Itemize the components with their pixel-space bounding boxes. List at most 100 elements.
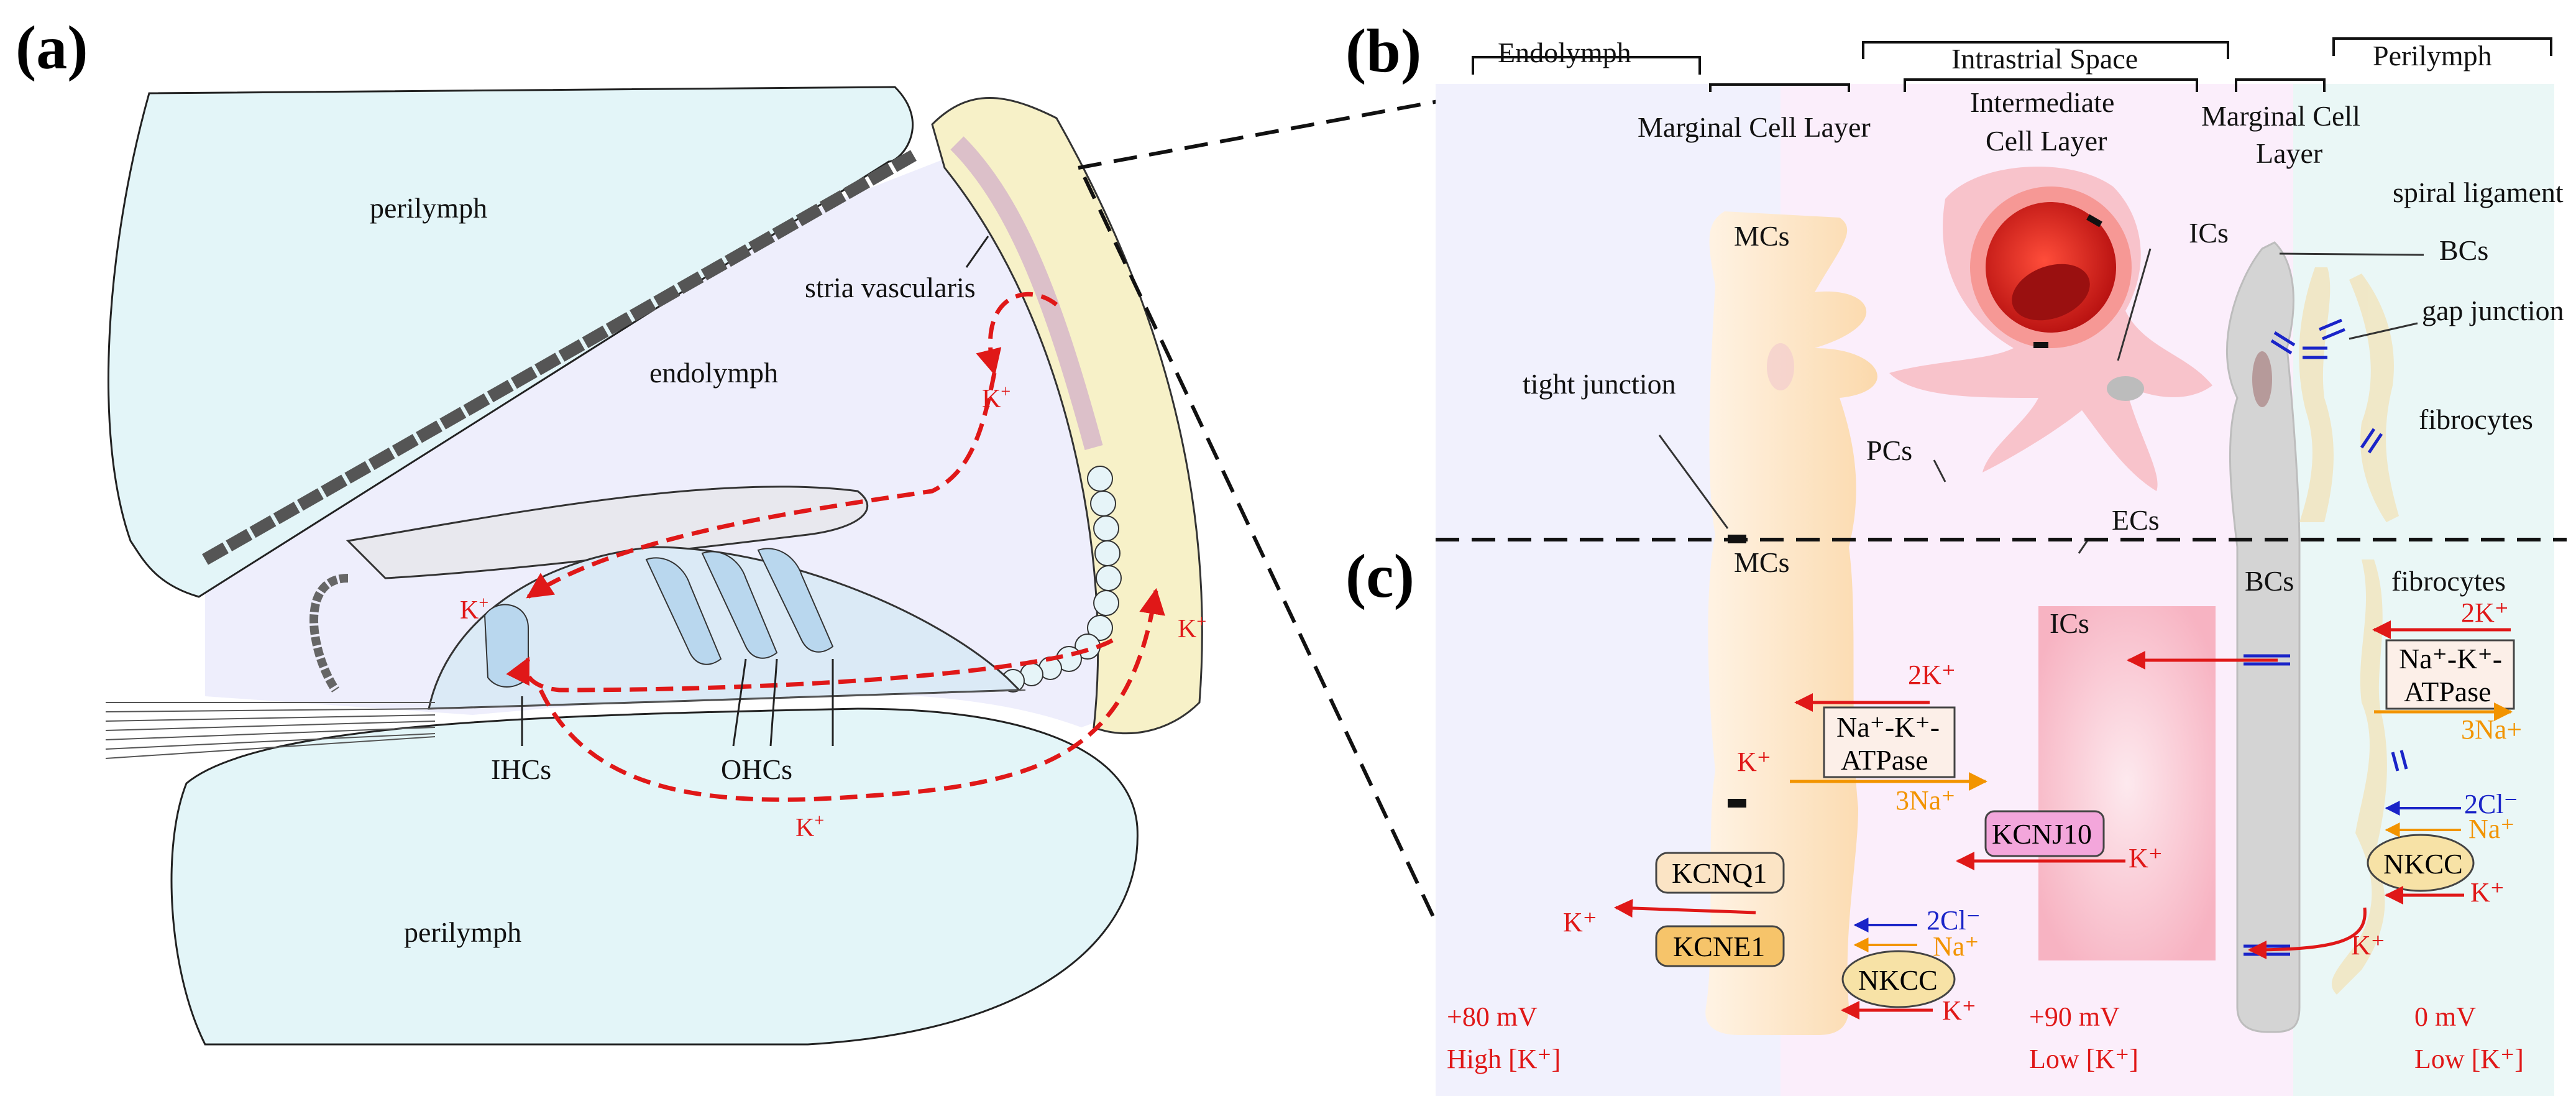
ohcs-pointer-1 (732, 658, 747, 747)
red-blood-cell (2012, 264, 2090, 321)
svg-text:K+: K+ (1178, 612, 1206, 643)
perilymph-bg (2293, 84, 2554, 1096)
region-perilymph: Perilymph (2373, 40, 2492, 71)
nkcc-mc-2cl: 2Cl⁻ (1927, 905, 1981, 936)
svg-text:K+: K+ (460, 594, 488, 625)
ic-nucleus (2107, 376, 2144, 401)
fib-bc-k: K⁺ (2351, 930, 2385, 960)
stria-vascularis-band (931, 97, 1203, 735)
atpase-box-mc (1823, 706, 1956, 778)
svg-text:K+: K+ (982, 382, 1011, 413)
peri-mv: 0 mV (2414, 1002, 2476, 1032)
kcne1-label: KCNE1 (1673, 931, 1765, 962)
reissner-membrane (202, 150, 917, 565)
region-intrastrial: Intrastrial Space (1951, 43, 2138, 75)
layer-marginal-r-1: Marginal Cell (2201, 100, 2360, 132)
atpase-fib-3na: 3Na+ (2461, 714, 2522, 745)
gap-junction-pointer (2349, 322, 2418, 340)
fib-bc-k-arrow (2248, 907, 2367, 959)
label-spiral-ligament: spiral ligament (2393, 177, 2564, 208)
label-ihcs: IHCs (491, 753, 551, 785)
k-recycling-paths (506, 292, 1165, 802)
nkcc-fib-na: Na⁺ (2468, 814, 2515, 844)
kcnq1-k-arrow (1614, 898, 1756, 918)
layer-intermediate-1: Intermediate (1970, 86, 2114, 118)
atpase-fib-line1: Na⁺-K⁺- (2399, 643, 2502, 675)
atpase-mc-2k: 2K⁺ (1908, 660, 1956, 690)
label-pcs: PCs (1866, 435, 1912, 466)
atpase-fib-2k: 2K⁺ (2461, 597, 2509, 628)
k-ion-labels-a: K+ K+ K+ K+ (460, 382, 1206, 842)
label-mcs-b: MCs (1734, 220, 1789, 252)
endo-mv: +80 mV (1447, 1002, 1538, 1032)
panel-bc: (b) Endolymph Intrastrial Space Perilymp… (1345, 16, 2567, 1096)
kcnq1-label: KCNQ1 (1672, 857, 1767, 889)
panel-label-a: (a) (16, 13, 88, 82)
region-endolymph: Endolymph (1498, 37, 1631, 68)
label-endolymph: endolymph (649, 357, 778, 389)
kcnj10-k: K⁺ (2129, 843, 2163, 873)
label-mcs-c: MCs (1734, 546, 1789, 578)
spiral-limbus (309, 574, 349, 693)
nkcc-mc-na: Na⁺ (1933, 931, 1979, 962)
intra-mv: +90 mV (2029, 1002, 2120, 1032)
label-fibrocytes-c: fibrocytes (2391, 565, 2506, 597)
marginal-cells (1705, 211, 1877, 1035)
atpase-fib-line2: ATPase (2404, 676, 2491, 707)
label-bcs-b: BCs (2439, 234, 2488, 266)
label-ics-b: ICs (2189, 217, 2229, 249)
kcnj10-label: KCNJ10 (1992, 818, 2092, 850)
perilymph-bottom-region (170, 707, 1139, 1046)
stria-vessels (950, 136, 1103, 450)
svg-text:K+: K+ (795, 811, 824, 842)
label-bcs-c: BCs (2245, 565, 2294, 597)
atpase-mc-3na: 3Na⁺ (1895, 785, 1956, 816)
nkcc-fib-label: NKCC (2383, 848, 2463, 880)
endolymph-region (205, 149, 1180, 727)
label-perilymph-top: perilymph (370, 192, 487, 224)
atpase-mc-line1: Na⁺-K⁺- (1836, 711, 1940, 743)
nkcc-fib (2367, 834, 2475, 892)
ec-junction-2 (2033, 342, 2048, 348)
tight-junction-mark-2 (1728, 799, 1746, 808)
ics-pointer (2117, 248, 2152, 361)
panel-label-c: (c) (1345, 541, 1414, 610)
label-fibrocytes-b: fibrocytes (2419, 403, 2533, 435)
stria-pointer (965, 236, 989, 268)
kcnj10-box (1984, 810, 2105, 857)
label-ics-c: ICs (2050, 607, 2089, 639)
label-ohcs: OHCs (721, 753, 792, 785)
kcnq1-box (1655, 852, 1785, 894)
label-ecs: ECs (2112, 504, 2160, 536)
nkcc-mc-label: NKCC (1858, 964, 1938, 996)
fibrocytes-c (2331, 560, 2387, 995)
atpase-box-fib (2385, 639, 2515, 710)
ec-junction-1 (2086, 214, 2102, 228)
label-stria-vascularis: stria vascularis (805, 272, 976, 303)
label-tight-junction: tight junction (1523, 368, 1676, 400)
basilar-fibers (105, 689, 1026, 759)
ecs-pointer (2078, 539, 2089, 554)
label-perilymph-bottom: perilymph (404, 916, 521, 948)
tight-junction-pointer (1658, 435, 1729, 529)
layer-marginal: Marginal Cell Layer (1638, 111, 1871, 143)
kcnq1-k-label: K⁺ (1563, 907, 1597, 937)
bcs-pointer (2279, 252, 2424, 256)
tectorial-membrane (346, 486, 869, 579)
endo-k: High [K⁺] (1447, 1044, 1561, 1074)
label-gap-junction: gap junction (2422, 295, 2564, 326)
peri-k: Low [K⁺] (2414, 1044, 2524, 1074)
bc-nucleus (2252, 351, 2272, 407)
ohcs-pointer-2 (769, 658, 778, 747)
panel-a: (a) perilymph endolymph stria vascularis… (16, 13, 1206, 1046)
region-brackets (1472, 37, 2552, 92)
atpase-mc-line2: ATPase (1841, 744, 1928, 776)
pcs-pointer (1933, 459, 1946, 482)
nkcc-mc (1841, 950, 1956, 1008)
mc-k-label: K⁺ (1737, 747, 1771, 777)
mc-nucleus (1767, 343, 1794, 390)
layer-marginal-r-2: Layer (2256, 137, 2322, 169)
nkcc-fib-2cl: 2Cl⁻ (2464, 789, 2518, 819)
nkcc-mc-k: K⁺ (1942, 995, 1976, 1026)
